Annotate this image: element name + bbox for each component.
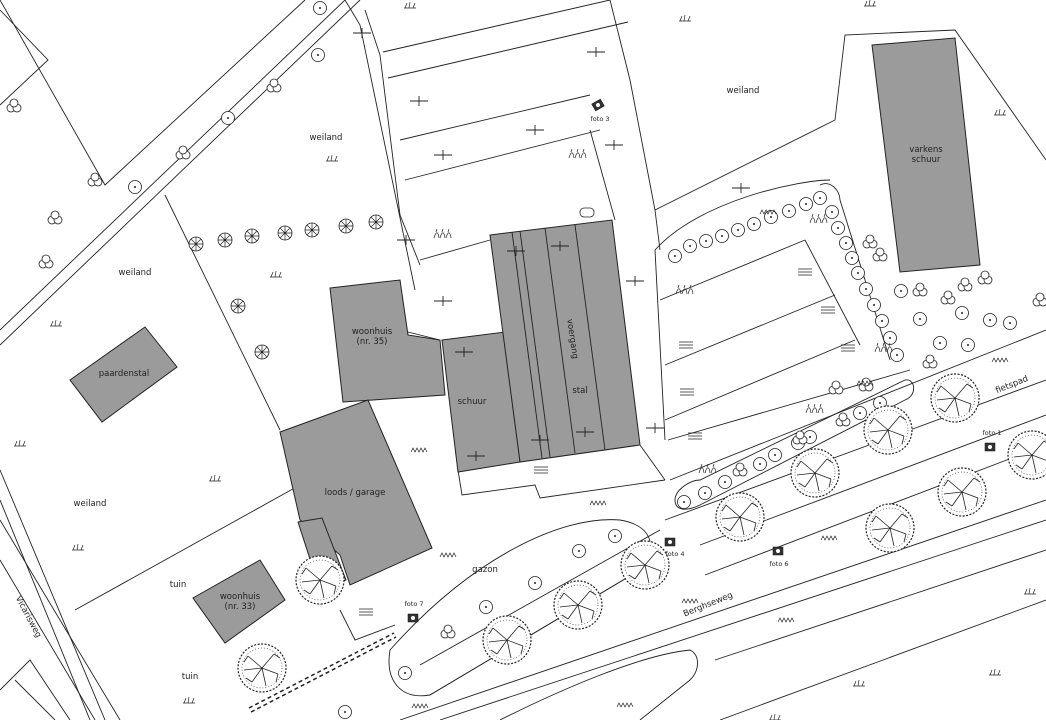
building-paardenstal [69,326,178,423]
building-loods [279,399,433,586]
camera-icon-foto1 [984,442,996,452]
building-woonhuis-35 [329,279,446,403]
building-varkensschuur [871,37,981,273]
building-stal [489,219,641,463]
camera-icon-foto7 [407,613,419,623]
camera-icon-foto4 [664,537,676,547]
building-woonhuis-33 [192,559,286,644]
camera-icon-foto3 [591,98,605,112]
camera-icon-foto6 [772,546,784,556]
